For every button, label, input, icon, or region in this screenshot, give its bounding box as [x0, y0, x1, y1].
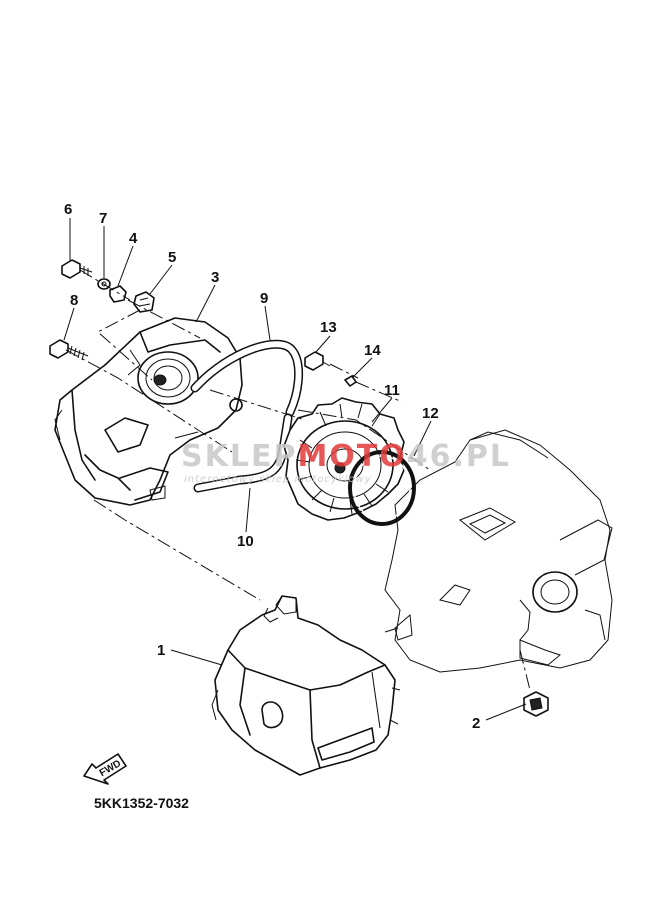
callout-7: 7 — [99, 210, 107, 227]
hose-part-9 — [190, 339, 304, 417]
diagram-part-code: 5KK1352-7032 — [94, 795, 189, 811]
callout-13: 13 — [320, 319, 337, 336]
callout-8: 8 — [70, 292, 78, 309]
callout-10: 10 — [237, 533, 254, 550]
watermark-brand-left: SKLEP — [181, 439, 297, 474]
watermark-logo: SKLEPMOTO46.PL internetowy sklep motocyk… — [181, 439, 511, 485]
fan-shroud-part-3 — [54, 317, 243, 506]
callout-3: 3 — [211, 269, 219, 286]
fwd-arrow-icon: FWD — [83, 753, 127, 785]
leader-lines — [63, 218, 527, 721]
bolt-part-13 — [304, 351, 331, 371]
o-ring-part-12 — [348, 450, 416, 526]
watermark-tagline: internetowy sklep motocyklowy — [184, 474, 372, 485]
hose-part-10 — [193, 413, 293, 493]
watermark-brand-mid: MOTO — [297, 439, 406, 474]
washer-part-7 — [97, 278, 111, 290]
air-shroud-part-1 — [211, 595, 401, 776]
callout-6: 6 — [64, 201, 72, 218]
callout-12: 12 — [422, 405, 439, 422]
callout-4: 4 — [129, 230, 138, 247]
cooling-fan-part-11 — [283, 397, 405, 521]
nut-part-2 — [523, 691, 549, 717]
bolt-part-6 — [61, 259, 93, 279]
callout-5: 5 — [168, 249, 176, 266]
engine-crankcase — [384, 429, 613, 673]
callout-14: 14 — [364, 342, 381, 359]
callout-11: 11 — [384, 382, 400, 399]
watermark-brand-right: 46.PL — [407, 439, 511, 474]
callout-2: 2 — [472, 715, 480, 732]
grommet-part-5 — [133, 291, 155, 313]
collar-part-4 — [109, 285, 127, 303]
callout-1: 1 — [157, 642, 165, 659]
assembly-lines — [65, 269, 531, 691]
callout-labels: 1 2 3 4 5 6 7 8 9 10 11 12 13 14 — [64, 201, 480, 732]
screw-part-8 — [49, 339, 89, 361]
svg-text:SKLEPMOTO46.PL: SKLEPMOTO46.PL — [181, 439, 511, 474]
callout-9: 9 — [260, 290, 268, 307]
clip-part-14 — [344, 375, 357, 387]
